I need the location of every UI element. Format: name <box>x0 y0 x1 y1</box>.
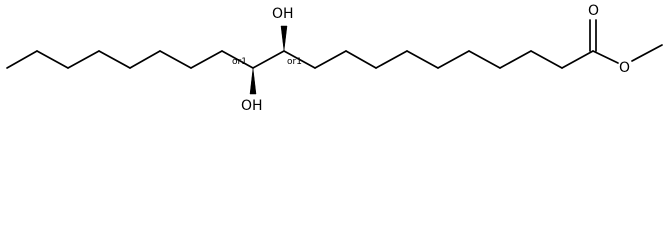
bond-c2-c1 <box>499 50 532 69</box>
bond-c6-c5 <box>375 50 408 69</box>
bond-c4-c3 <box>437 50 470 69</box>
bond-c11-c10 <box>221 50 254 69</box>
methyl-ester-group: O O <box>588 3 663 76</box>
bond-c15-c14 <box>98 50 131 69</box>
heptyl-linker <box>283 50 594 69</box>
bond-c17-c16 <box>36 50 69 69</box>
octyl-chain <box>6 50 254 69</box>
bond-c3-c2 <box>468 50 501 69</box>
bond-c8-c7 <box>314 50 347 69</box>
stereo-label-c10: or1 <box>232 57 247 67</box>
carbonyl-oxygen-label: O <box>588 3 599 19</box>
bond-c14-c13 <box>129 50 161 69</box>
bond-c13-c12 <box>159 50 192 69</box>
bond-ester-oxygen-methyl <box>631 44 663 62</box>
bond-c5-c4 <box>406 50 439 69</box>
bond-c16-c15 <box>67 50 100 69</box>
bond-c0-carbonyl <box>561 50 594 69</box>
ester-oxygen-label: O <box>619 60 630 76</box>
bond-carbonyl-ester-oxygen <box>592 50 619 64</box>
hydroxyl-bottom-label: OH <box>241 98 263 114</box>
bond-c9-c8 <box>283 50 316 69</box>
hydroxyl-top-label: OH <box>272 6 294 22</box>
skeletal-structure: OH OH or1 or1 O O <box>6 3 663 114</box>
stereo-label-c9: or1 <box>287 57 302 67</box>
wedge-bond-c10-oh <box>249 67 257 95</box>
diol-region: OH OH or1 or1 <box>232 6 302 114</box>
bond-c7-c6 <box>345 50 377 69</box>
bond-c1-c0 <box>530 50 563 69</box>
bond-c12-c11 <box>190 50 223 69</box>
wedge-bond-c9-oh <box>280 25 288 52</box>
bond-c10-c9 <box>252 50 285 69</box>
bond-c18-c17 <box>6 50 38 69</box>
